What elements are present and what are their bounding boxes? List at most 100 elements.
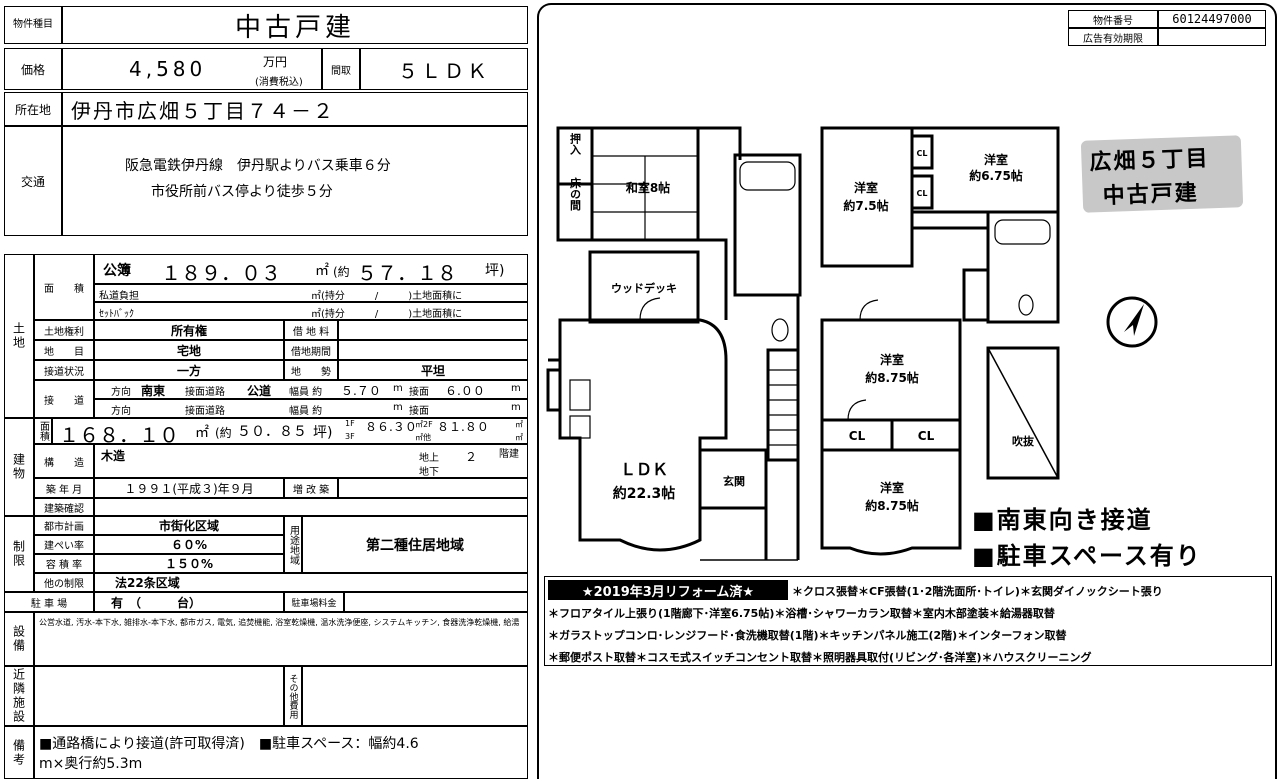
- valid-value: [1158, 28, 1266, 46]
- traffic-label: 交通: [4, 126, 62, 236]
- building-floors-below: 地下: [419, 467, 439, 478]
- building-area-cell: １６８．１０ ㎡ (約 ５０．８５ 坪) 1F ８６.３０ ㎡2F ８１.８０ …: [52, 418, 528, 447]
- land-access-status-value: 一方: [94, 360, 284, 380]
- address-label: 所在地: [4, 92, 62, 126]
- building-tsubo-unit: 坪): [313, 425, 333, 441]
- access-face-label-1: 接面: [409, 387, 429, 398]
- building-renov-label: 増 改 築: [284, 478, 338, 498]
- fp-yo675-b: 約6.75帖: [969, 168, 1023, 183]
- remarks-cell: ■通路橋により接道(許可取得済) ■駐車スペース：幅約4.6 m×奥行約5.3m: [34, 726, 528, 779]
- price-value: 4,580: [129, 57, 207, 81]
- reform-title: ★2019年3月リフォーム済★: [548, 580, 788, 600]
- reform-line-2: ＊フロアタイル上張り(1階廊下･洋室6.75帖)＊浴槽･シャワーカラン取替＊室内…: [548, 607, 1055, 620]
- land-access-label: 接 道: [34, 380, 94, 418]
- fp-ldk-size: 約22.3帖: [613, 485, 676, 502]
- far-label: 容 積 率: [34, 554, 94, 573]
- building-f1-value: ８６.３０: [365, 420, 417, 434]
- type-value: 中古戸建: [62, 6, 528, 44]
- access-m-unit-1: m: [393, 383, 403, 394]
- remarks-label: 備考: [4, 726, 34, 779]
- building-section: 建物: [4, 418, 34, 516]
- fp-cl-2: CL: [918, 429, 935, 443]
- fp-washitsu: 和室8帖: [625, 180, 670, 195]
- land-lease-value: [338, 340, 528, 360]
- access-width-label-2: 幅員 約: [289, 406, 323, 417]
- land-shido-note: ㎡(持分 / )土地面積に: [311, 291, 463, 302]
- fp-genkan: 玄関: [723, 474, 745, 488]
- building-tsubo-value: ５０．８５: [237, 424, 307, 440]
- access-face-label-2: 接面: [409, 406, 429, 417]
- land-shape-label: 地 勢: [284, 360, 338, 380]
- fp-yo875-1-a: 洋室: [880, 352, 904, 367]
- access-dir-label-1: 方向: [111, 387, 131, 398]
- remarks-line-2: m×奥行約5.3m: [39, 756, 143, 772]
- building-confirm-value: [94, 498, 528, 516]
- parking-value: 有 （ 台）: [94, 592, 284, 612]
- access-dir-label-2: 方向: [111, 406, 131, 417]
- facilities-value: 公営水道, 汚水-本下水, 雑排水-本下水, 都市ガス, 電気, 追焚機能, 浴…: [34, 612, 528, 666]
- reform-line-4: ＊郵便ポスト取替＊コスモ式スイッチコンセント取替＊照明器具取付(リビング･各洋室…: [548, 651, 1092, 664]
- land-section: 土地: [4, 254, 34, 418]
- land-kobo: 公簿: [103, 263, 131, 279]
- floor-plan: 押入 床の間 和室8帖 ウッドデッキ ＬＤＫ 約22.3帖 玄関 洋室 約7.5…: [546, 126, 1060, 561]
- valid-label: 広告有効期限: [1068, 28, 1158, 46]
- fp-cl-1: CL: [849, 429, 866, 443]
- price-unit: 万円: [263, 55, 288, 69]
- building-tsubo-prefix: (約: [215, 426, 232, 440]
- land-rent-value: [338, 320, 528, 340]
- building-built-label: 築 年 月: [34, 478, 94, 498]
- property-id-label: 物件番号: [1068, 10, 1158, 28]
- land-area-label: 面 積: [34, 254, 94, 320]
- fp-tokonoma: 床の間: [569, 176, 582, 211]
- fp-oshiire: 押入: [569, 132, 582, 156]
- compass-icon: [1106, 296, 1158, 348]
- fp-ldk-label: ＬＤＫ: [620, 460, 668, 479]
- access-m-unit-2: m: [511, 383, 521, 394]
- building-sqm-1: ㎡: [515, 420, 523, 429]
- building-f3-label: 3F: [345, 432, 355, 441]
- other-fees-value: [302, 666, 528, 726]
- access-dir-value: 南東: [141, 384, 166, 398]
- land-right-label: 土地権利: [34, 320, 94, 340]
- reform-line-1: ＊クロス張替＊CF張替(1･2階洗面所･トイレ)＊玄関ダイノックシート張り: [792, 585, 1163, 598]
- madori-label: 間取: [322, 48, 360, 90]
- building-area-label: 面積: [34, 418, 52, 444]
- access-width-label-1: 幅員 約: [289, 387, 323, 398]
- land-right-value: 所有権: [94, 320, 284, 340]
- parking-fee-label: 駐車場料金: [284, 592, 344, 612]
- price-tax: (消費税込): [255, 77, 303, 88]
- fp-yo75-b: 約7.5帖: [843, 198, 888, 213]
- land-setback-label: ｾｯﾄﾊﾞｯｸ: [99, 309, 134, 320]
- type-label: 物件種目: [4, 6, 62, 44]
- other-fees-label: その他費用: [284, 666, 302, 726]
- land-access-row-2: 方向 接面道路 幅員 約 m 接面 m: [94, 399, 528, 418]
- fp-yo875-2-b: 約8.75帖: [865, 498, 919, 513]
- building-floors-unit: 階建: [499, 449, 519, 460]
- reform-line-3: ＊ガラストップコンロ･レンジフード･食洗機取替(1階)＊キッチンパネル施工(2階…: [548, 629, 1067, 642]
- land-setback-note: ㎡(持分 / )土地面積に: [311, 309, 463, 320]
- highlight-line-2: ■駐車スペース有り: [972, 542, 1202, 570]
- far-value: １５０%: [94, 554, 284, 573]
- zone-value: 第二種住居地域: [302, 516, 528, 573]
- land-setback-cell: ｾｯﾄﾊﾞｯｸ ㎡(持分 / )土地面積に: [94, 302, 528, 320]
- land-tsubo-value: ５７．１８: [357, 261, 457, 285]
- nearby-value: [34, 666, 284, 726]
- building-other-label: ㎡他: [415, 433, 431, 442]
- land-area-value: １８９．０３: [161, 261, 281, 285]
- building-f1-label: 1F: [345, 419, 355, 428]
- land-shido-label: 私道負担: [99, 291, 139, 302]
- spec-sheet: 物件種目 中古戸建 価格 4,580 万円 (消費税込) 間取 ５ＬＤＫ 所在地…: [0, 0, 532, 779]
- building-f2-value: ８１.８０: [437, 420, 489, 434]
- access-road-label-1: 接面道路: [185, 387, 225, 398]
- land-chimoku-value: 宅地: [94, 340, 284, 360]
- building-f2-label: ㎡2F: [415, 420, 433, 429]
- traffic-cell: 阪急電鉄伊丹線 伊丹駅よりバス乗車６分 市役所前バス停より徒歩５分: [62, 126, 528, 236]
- fp-cl-4: CL: [917, 189, 928, 198]
- highlight-line-1: ■南東向き接道: [972, 506, 1153, 534]
- access-face-value: ６.００: [445, 384, 485, 398]
- zone-label: 用途地域: [284, 516, 302, 573]
- land-chimoku-label: 地 目: [34, 340, 94, 360]
- city-value: 市街化区域: [94, 516, 284, 535]
- other-restriction-value: 法22条区域: [94, 573, 528, 592]
- access-m-unit-3: m: [393, 402, 403, 413]
